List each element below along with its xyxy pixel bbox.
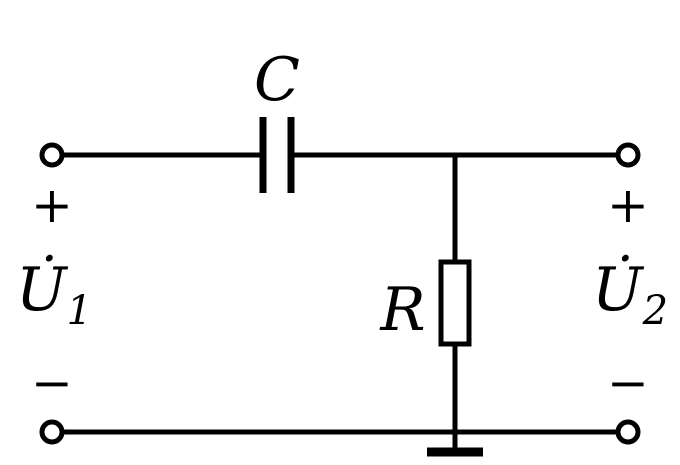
capacitor-label: C <box>254 45 300 115</box>
resistor-label: R <box>379 275 425 345</box>
input-voltage-subscript: 1 <box>67 288 92 334</box>
output-voltage-symbol: U̇ <box>592 254 645 325</box>
output-voltage-subscript: 2 <box>642 288 668 334</box>
terminal-group <box>39 142 641 445</box>
terminal-output-bottom <box>615 419 641 445</box>
input-voltage-label: U̇1 <box>16 254 92 334</box>
terminal-output-top <box>615 142 641 168</box>
input-minus-sign: − <box>31 354 73 412</box>
wire-group <box>60 152 620 451</box>
terminal-input-top <box>39 142 65 168</box>
output-plus-sign: + <box>607 176 649 234</box>
capacitor <box>259 117 295 193</box>
input-voltage-symbol: U̇ <box>16 254 69 325</box>
output-voltage-label: U̇2 <box>592 254 668 334</box>
input-plus-sign: + <box>31 176 73 234</box>
output-minus-sign: − <box>607 354 649 412</box>
resistor <box>438 259 472 347</box>
terminal-input-bottom <box>39 419 65 445</box>
